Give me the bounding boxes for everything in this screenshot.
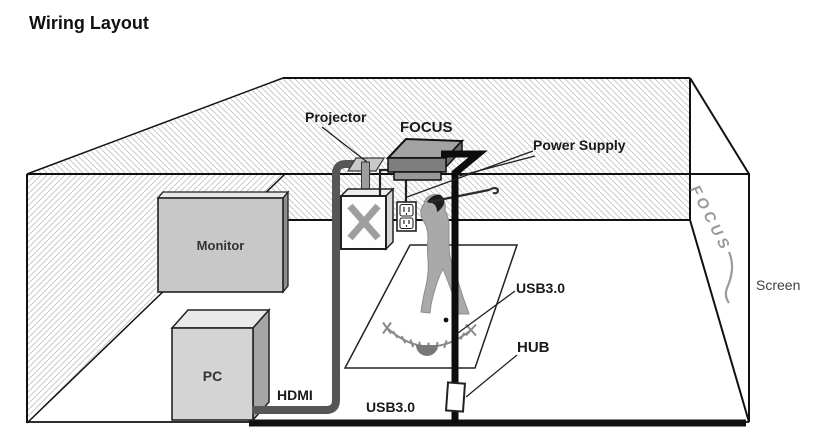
hub-label: HUB: [517, 339, 550, 356]
focus-label: FOCUS: [400, 119, 453, 136]
projector-x-mark: [347, 203, 381, 241]
hdmi-cable: [252, 160, 356, 414]
power-supply-leader-line-2: [458, 155, 536, 177]
usb-vertical-cable: [441, 150, 488, 424]
room-surfaces: [27, 78, 690, 423]
monitor-label: Monitor: [196, 238, 245, 253]
usb-mid-leader-line: [457, 290, 516, 334]
pc-device: [170, 308, 271, 422]
screen-logo-swoosh: [724, 251, 734, 304]
back-wall-strip: [237, 174, 690, 220]
hdmi-label: HDMI: [277, 387, 313, 403]
golf-ball: [443, 317, 449, 323]
power-supply-leader-line-1: [406, 150, 534, 198]
usb-floor-label: USB3.0: [366, 399, 416, 415]
projector-label: Projector: [305, 109, 367, 125]
screen-label: Screen: [756, 277, 801, 293]
projector-leader-line: [321, 126, 368, 163]
hub-leader-line: [465, 354, 518, 398]
ceiling-surface: [27, 78, 690, 174]
pc-label: PC: [202, 368, 223, 384]
leader-lines: [321, 126, 536, 398]
projector-device: [339, 157, 395, 251]
hub-device: [444, 381, 467, 413]
usb-mid-label: USB3.0: [516, 280, 566, 296]
monitor-device: [156, 190, 290, 294]
arc-marker: [416, 345, 438, 356]
golf-club: [428, 187, 500, 204]
power-supply-label: Power Supply: [533, 137, 626, 153]
page-title: Wiring Layout: [29, 13, 149, 33]
